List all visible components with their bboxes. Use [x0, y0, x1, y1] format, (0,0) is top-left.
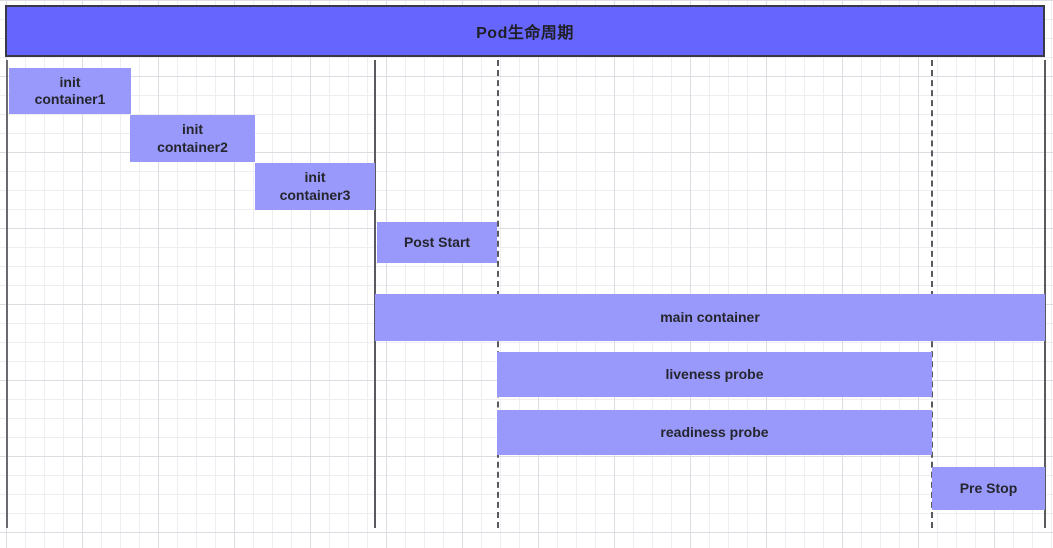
left-axis-line [6, 60, 8, 528]
separator-lifecycle-end [1044, 60, 1046, 528]
bar-init-container3[interactable]: init container3 [255, 163, 375, 210]
bar-init-container1[interactable]: init container1 [9, 68, 131, 114]
bar-readiness-probe[interactable]: readiness probe [497, 410, 932, 455]
bar-init-container2[interactable]: init container2 [130, 115, 255, 162]
bar-label-init-container3: init container3 [279, 169, 351, 203]
bar-pre-stop[interactable]: Pre Stop [932, 467, 1045, 510]
bar-main-container[interactable]: main container [375, 294, 1045, 341]
bar-label-main-container: main container [660, 308, 760, 325]
bar-label-readiness-probe: readiness probe [660, 423, 769, 440]
bar-label-post-start: Post Start [403, 233, 471, 250]
bar-liveness-probe[interactable]: liveness probe [497, 352, 932, 397]
bar-label-liveness-probe: liveness probe [665, 365, 764, 382]
page-title: Pod生命周期 [476, 25, 574, 42]
bar-label-init-container2: init container2 [157, 121, 228, 155]
bar-post-start[interactable]: Post Start [377, 222, 497, 263]
diagram-title-bar: Pod生命周期 [5, 5, 1045, 57]
bar-label-pre-stop: Pre Stop [959, 479, 1018, 496]
bar-label-init-container1: init container1 [34, 73, 106, 107]
